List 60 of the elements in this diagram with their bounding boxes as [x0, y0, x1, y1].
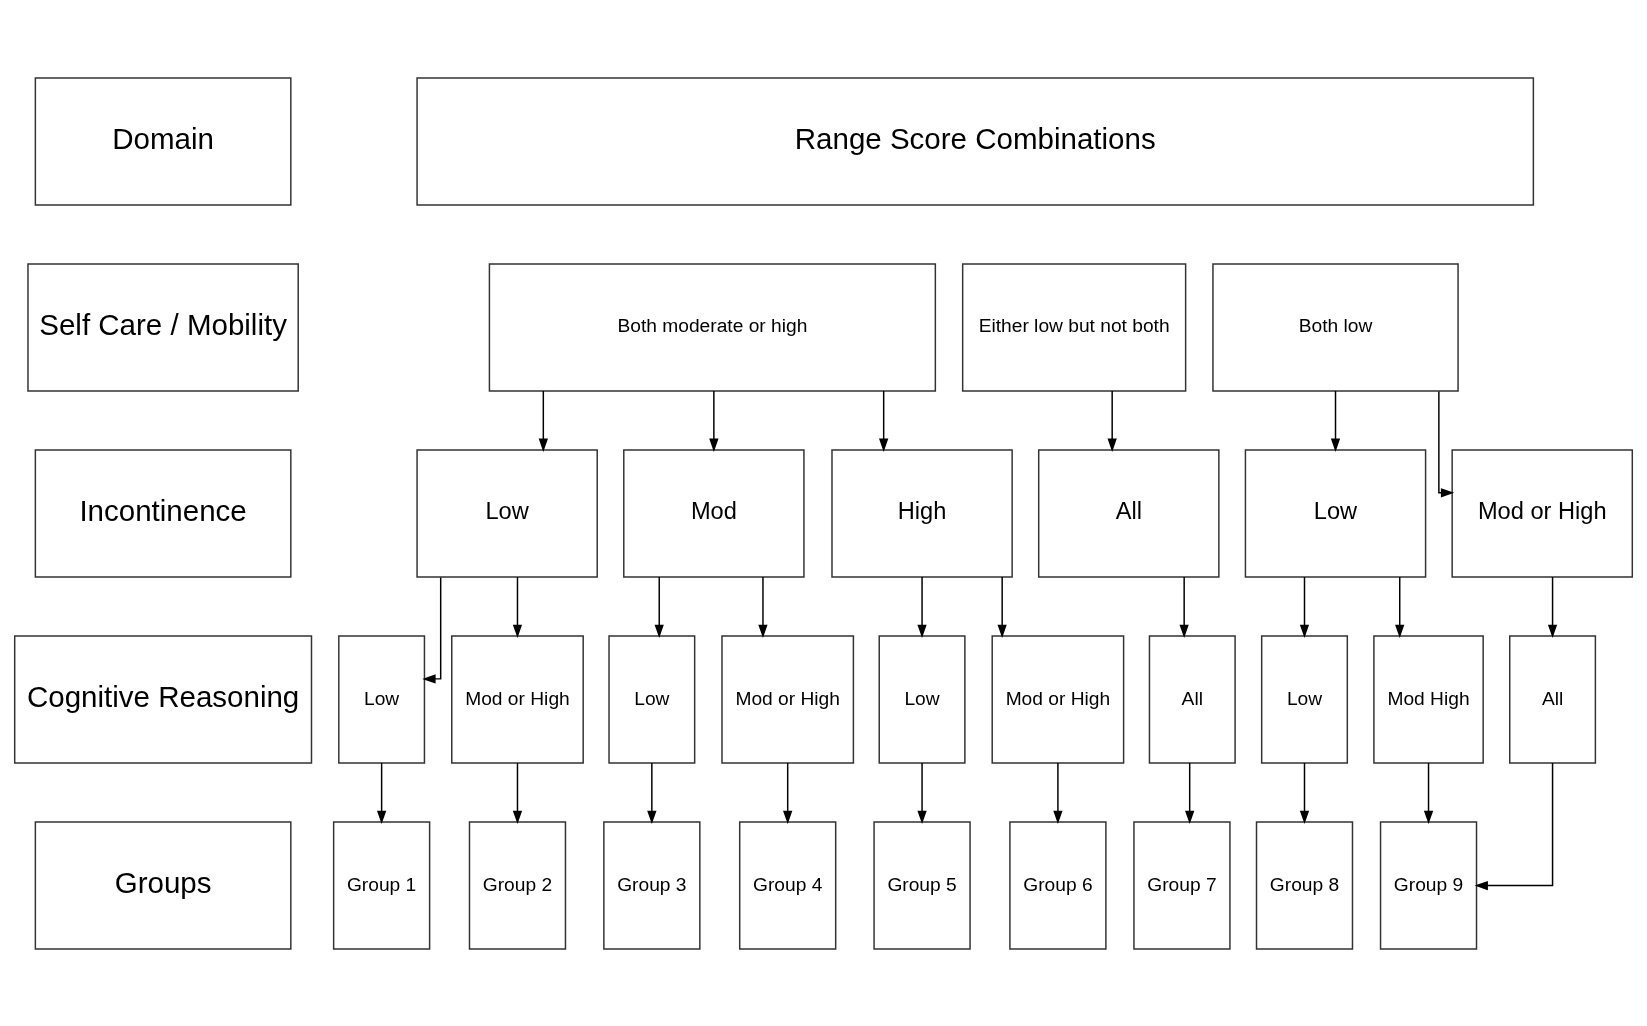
node-box: Domain [34, 76, 292, 206]
arrow [1107, 389, 1117, 452]
node-box: Low [1260, 634, 1349, 764]
arrow [917, 575, 927, 638]
node-box: Both moderate or high [488, 262, 937, 392]
arrow [758, 575, 768, 638]
arrow [1299, 761, 1310, 824]
node-box: Mod or High [1451, 448, 1634, 578]
arrow [1179, 575, 1189, 638]
node-box: Group 8 [1255, 820, 1354, 950]
node-box: Group 7 [1133, 820, 1231, 950]
node-box: Groups [34, 820, 292, 950]
node-box: All [1509, 634, 1597, 764]
arrow [879, 389, 889, 452]
node-box: Group 6 [1009, 820, 1107, 950]
arrow [512, 575, 523, 638]
node-box: Either low but not both [961, 262, 1187, 392]
arrow [538, 389, 548, 452]
node-box: Mod or High [721, 634, 855, 764]
node-box: Low [608, 634, 696, 764]
arrow [1395, 575, 1405, 638]
arrow [1299, 575, 1310, 638]
node-box: Low [878, 634, 966, 764]
arrow [647, 761, 657, 824]
arrow [917, 761, 927, 824]
node-box: Range Score Combinations [416, 76, 1535, 206]
node-box: Group 5 [873, 820, 971, 950]
node-box: Mod [623, 448, 805, 578]
arrow [1474, 761, 1554, 890]
arrow [1438, 390, 1455, 497]
arrow [512, 761, 523, 824]
node-box: All [1037, 448, 1220, 578]
node-box: Mod or High [451, 634, 584, 764]
arrow [654, 575, 664, 638]
node-box: Incontinence [34, 448, 292, 578]
node-box: Low [338, 634, 426, 764]
node-box: Self Care / Mobility [27, 262, 299, 392]
arrow [1423, 761, 1434, 824]
arrow [1185, 761, 1195, 824]
node-box: High [831, 448, 1013, 578]
node-box: All [1148, 634, 1236, 764]
node-box: Group 4 [738, 820, 837, 950]
arrow [1330, 389, 1341, 452]
node-box: Mod or High [991, 634, 1125, 764]
node-box: Both low [1212, 262, 1459, 392]
node-box: Group 2 [468, 820, 567, 950]
node-box: Group 3 [603, 820, 701, 950]
arrow [422, 576, 442, 684]
arrow [997, 575, 1007, 638]
node-box: Cognitive Reasoning [13, 634, 313, 764]
arrow [1547, 575, 1558, 638]
arrow [783, 761, 793, 824]
node-box: Mod High [1373, 634, 1484, 764]
node-box: Low [416, 448, 598, 578]
node-box: Low [1244, 448, 1427, 578]
arrow [709, 389, 719, 452]
arrow [1053, 761, 1063, 824]
node-box: Group 9 [1379, 820, 1478, 950]
arrow [376, 761, 387, 824]
node-box: Group 1 [332, 820, 431, 950]
